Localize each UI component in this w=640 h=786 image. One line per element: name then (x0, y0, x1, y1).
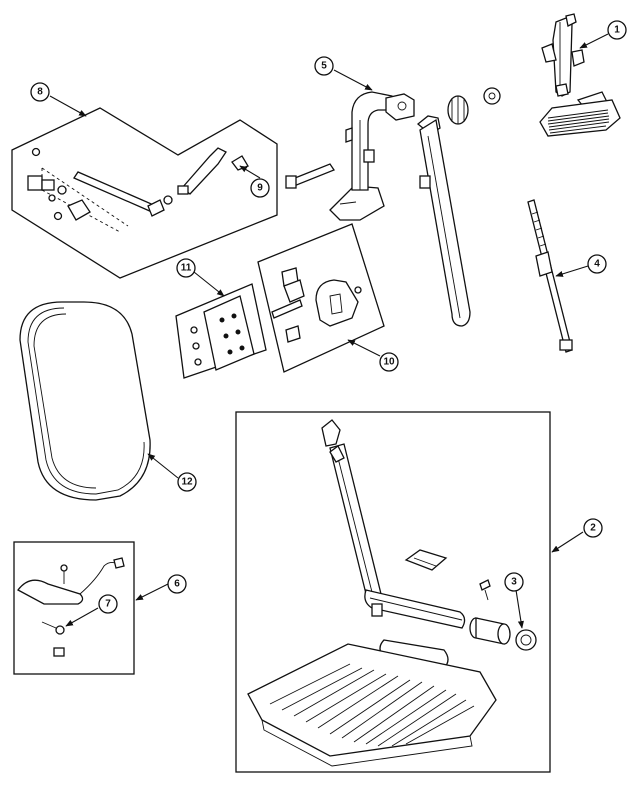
callout-4: 4 (587, 254, 607, 274)
callout-2: 2 (583, 518, 603, 538)
threaded-rod (527, 199, 573, 353)
latch-kit-panel (257, 223, 385, 373)
callout-3-label: 3 (511, 577, 517, 588)
callout-12-label: 12 (181, 477, 193, 488)
callout-5: 5 (314, 56, 334, 76)
footrest-assembly-panel (235, 411, 551, 773)
upright-tube-bracket (285, 91, 415, 221)
callout-5-label: 5 (321, 61, 327, 72)
callout-11-label: 11 (181, 263, 192, 274)
callout-3: 3 (504, 572, 524, 592)
callout-7: 7 (98, 594, 118, 614)
leader-lines (49, 33, 609, 629)
callout-11: 11 (176, 258, 196, 278)
mounting-plate-panel (175, 283, 267, 379)
footrest-assembly-small (539, 13, 621, 137)
crank-kit-panel (11, 107, 278, 279)
callout-12: 12 (177, 472, 197, 492)
callout-8: 8 (30, 82, 50, 102)
callout-9-label: 9 (257, 183, 263, 194)
callout-10-label: 10 (383, 357, 395, 368)
callout-10: 10 (379, 352, 399, 372)
callout-6: 6 (167, 574, 187, 594)
long-tube (419, 118, 471, 327)
callout-7-label: 7 (105, 599, 111, 610)
callout-8-label: 8 (37, 87, 43, 98)
callout-6-label: 6 (174, 579, 180, 590)
calf-pad-cushion (19, 301, 151, 501)
callout-1: 1 (607, 20, 627, 40)
callout-4-label: 4 (594, 259, 600, 270)
callout-2-label: 2 (590, 523, 596, 534)
callout-9: 9 (250, 178, 270, 198)
callout-1-label: 1 (614, 25, 620, 36)
